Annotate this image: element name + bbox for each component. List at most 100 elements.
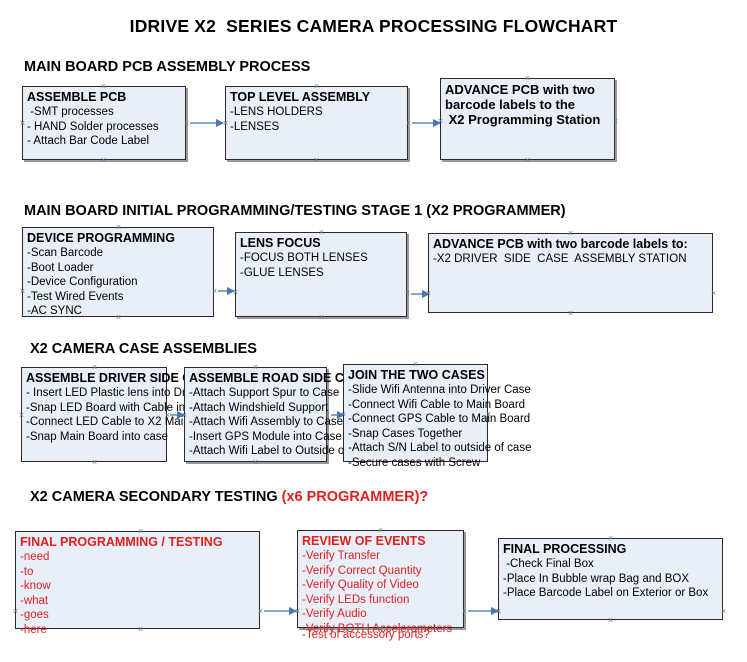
node-title: JOIN THE TWO CASES	[348, 368, 485, 382]
node-title: ASSEMBLE ROAD SIDE CASE	[189, 371, 370, 385]
node-title: DEVICE PROGRAMMING	[27, 231, 175, 245]
selection-handle[interactable]	[710, 290, 717, 297]
selection-handle[interactable]	[377, 626, 384, 633]
selection-handle[interactable]	[485, 411, 492, 418]
node-line: -Verify Transfer	[302, 550, 380, 562]
selection-handle[interactable]	[252, 364, 259, 371]
node-title: ASSEMBLE DRIVER SIDE CASE	[26, 371, 218, 385]
node-line: -know	[20, 580, 51, 592]
node-top-level-assembly[interactable]: TOP LEVEL ASSEMBLY -LENS HOLDERS -LENSES	[225, 86, 408, 160]
selection-handle[interactable]	[377, 527, 384, 534]
selection-handle[interactable]	[313, 83, 320, 90]
node-line: -X2 DRIVER SIDE CASE ASSEMBLY STATION	[433, 253, 687, 265]
node-line: -LENS HOLDERS	[230, 106, 323, 118]
node-title: ADVANCE PCB with two barcode labels to:	[433, 237, 688, 251]
node-device-programming[interactable]: DEVICE PROGRAMMING -Scan Barcode -Boot L…	[22, 227, 214, 317]
node-title: TOP LEVEL ASSEMBLY	[230, 90, 371, 104]
selection-handle[interactable]	[252, 459, 259, 466]
selection-handle[interactable]	[612, 118, 619, 125]
node-line: -Attach S/N Label to outside of case	[348, 442, 532, 454]
selection-handle[interactable]	[183, 120, 190, 127]
node-final-processing[interactable]: FINAL PROCESSING -Check Final Box -Place…	[498, 538, 723, 620]
selection-handle[interactable]	[524, 75, 531, 82]
selection-handle[interactable]	[318, 314, 325, 321]
node-line: -Slide Wifi Antenna into Driver Case	[348, 384, 531, 396]
selection-handle[interactable]	[181, 412, 188, 419]
selection-handle[interactable]	[437, 118, 444, 125]
node-line: -need	[20, 551, 50, 563]
page-title: IDRIVE X2 SERIES CAMERA PROCESSING FLOWC…	[129, 16, 618, 36]
node-title: REVIEW OF EVENTS	[302, 534, 426, 548]
node-join-the-two-cases[interactable]: JOIN THE TWO CASES -Slide Wifi Antenna i…	[343, 364, 532, 469]
node-line: -GLUE LENSES	[240, 266, 324, 279]
node-line: -Place Barcode Label on Exterior or Box	[503, 587, 709, 599]
selection-handle[interactable]	[211, 288, 218, 295]
selection-handle[interactable]	[425, 290, 432, 297]
selection-handle[interactable]	[222, 120, 229, 127]
selection-handle[interactable]	[720, 608, 727, 615]
selection-handle[interactable]	[607, 535, 614, 542]
selection-handle[interactable]	[412, 459, 419, 466]
selection-handle[interactable]	[461, 608, 468, 615]
node-final-programming-testing[interactable]: FINAL PROGRAMMING / TESTING -need -to -k…	[15, 531, 260, 636]
node-advance-pcb-driver-case-station[interactable]: ADVANCE PCB with two barcode labels to: …	[428, 233, 713, 313]
connector-review-to-final-processing[interactable]	[468, 607, 499, 615]
node-assemble-road-side-case[interactable]: ASSEMBLE ROAD SIDE CASE -Attach Support …	[184, 367, 378, 462]
connector-final-programming-to-review[interactable]	[264, 607, 297, 615]
selection-handle[interactable]	[567, 310, 574, 317]
node-line: -Insert GPS Module into Case	[189, 430, 342, 443]
selection-handle[interactable]	[137, 528, 144, 535]
selection-handle[interactable]	[318, 229, 325, 236]
selection-handle[interactable]	[412, 361, 419, 368]
selection-handle[interactable]	[100, 157, 107, 164]
node-title: ASSEMBLE PCB	[27, 90, 127, 104]
connector-top-level-to-advance-pcb[interactable]	[412, 119, 441, 127]
node-line: -Test Wired Events	[27, 290, 124, 303]
node-title: FINAL PROCESSING	[503, 542, 627, 556]
selection-handle[interactable]	[115, 224, 122, 231]
selection-handle[interactable]	[91, 364, 98, 371]
connector-assemble-pcb-to-top-level[interactable]	[190, 119, 224, 127]
selection-handle[interactable]	[294, 608, 301, 615]
selection-handle[interactable]	[524, 157, 531, 164]
arrow-icon	[216, 119, 224, 127]
node-line: -here	[20, 623, 47, 636]
node-line: -Place In Bubble wrap Bag and BOX	[503, 572, 690, 585]
selection-handle[interactable]	[232, 289, 239, 296]
selection-handle[interactable]	[567, 230, 574, 237]
node-advance-pcb-programming-station[interactable]: ADVANCE PCB with two barcode labels to t…	[440, 78, 615, 160]
node-title: LENS FOCUS	[240, 236, 321, 250]
node-assemble-pcb[interactable]: ASSEMBLE PCB -SMT processes - HAND Solde…	[22, 86, 186, 160]
selection-handle[interactable]	[404, 289, 411, 296]
selection-handle[interactable]	[257, 608, 264, 615]
node-review-of-events[interactable]: REVIEW OF EVENTS -Verify Transfer -Verif…	[297, 530, 464, 641]
selection-handle[interactable]	[137, 626, 144, 633]
selection-handle[interactable]	[340, 411, 347, 418]
node-line: -Snap Cases Together	[348, 427, 463, 440]
section-heading-x2-camera-secondary-testing: X2 CAMERA SECONDARY TESTING (x6 PROGRAMM…	[30, 489, 428, 505]
node-lens-focus[interactable]: LENS FOCUS -FOCUS BOTH LENSES -GLUE LENS…	[235, 232, 407, 317]
node-line: -Device Configuration	[27, 276, 138, 288]
selection-handle[interactable]	[115, 314, 122, 321]
node-line: -Verify LEDs function	[302, 593, 410, 606]
connector-device-programming-to-lens-focus[interactable]	[218, 287, 235, 295]
selection-handle[interactable]	[495, 608, 502, 615]
selection-handle[interactable]	[405, 120, 412, 127]
node-line: -Verify Correct Quantity	[302, 564, 422, 577]
node-line: - Insert LED Plastic lens into Driver Ca…	[26, 387, 235, 399]
selection-handle[interactable]	[324, 412, 331, 419]
selection-handle[interactable]	[12, 608, 19, 615]
selection-handle[interactable]	[91, 459, 98, 466]
selection-handle[interactable]	[100, 83, 107, 90]
selection-handle[interactable]	[19, 288, 26, 295]
node-assemble-driver-side-case[interactable]: ASSEMBLE DRIVER SIDE CASE - Insert LED P…	[21, 367, 235, 462]
node-line: -Verify Quality of Video	[302, 579, 419, 591]
node-line: -Boot Loader	[27, 261, 94, 274]
node-line: - Attach Bar Code Label	[27, 135, 150, 147]
selection-handle[interactable]	[19, 120, 26, 127]
selection-handle[interactable]	[607, 617, 614, 624]
selection-handle[interactable]	[313, 157, 320, 164]
selection-handle[interactable]	[18, 412, 25, 419]
node-line: -Connect Wifi Cable to Main Board	[348, 398, 526, 411]
